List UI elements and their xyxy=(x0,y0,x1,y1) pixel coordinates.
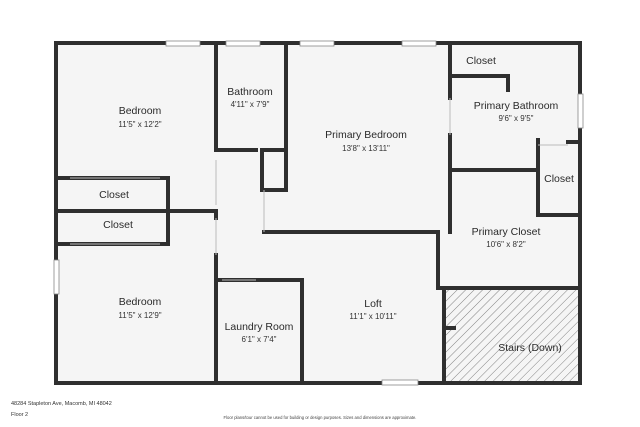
room-dims-primary-bathroom: 9'6" x 9'5" xyxy=(499,114,534,123)
room-dims-loft: 11'1" x 10'11" xyxy=(349,312,396,321)
room-name-primary-closet: Primary Closet xyxy=(472,226,541,238)
room-dims-bedroom-top: 11'5" x 12'2" xyxy=(118,120,161,129)
room-name-primary-bathroom: Primary Bathroom xyxy=(474,100,559,112)
room-dims-bathroom: 4'11" x 7'9" xyxy=(231,100,270,109)
room-name-closet-left-2: Closet xyxy=(103,219,133,231)
room-name-laundry: Laundry Room xyxy=(225,321,294,333)
room-dims-laundry: 6'1" x 7'4" xyxy=(242,335,277,344)
room-name-bedroom-bottom: Bedroom xyxy=(119,296,162,308)
disclaimer-text: Floor plans/tour cannot be used for buil… xyxy=(223,415,417,420)
room-name-closet-right: Closet xyxy=(544,173,574,185)
room-name-primary-bedroom: Primary Bedroom xyxy=(325,129,407,141)
stairs-hatch xyxy=(444,289,580,382)
room-dims-primary-bedroom: 13'8" x 13'11" xyxy=(342,144,390,153)
room-dims-bedroom-bottom: 11'5" x 12'9" xyxy=(118,311,161,320)
room-name-bedroom-top: Bedroom xyxy=(119,105,162,117)
door-openings xyxy=(70,98,568,281)
room-name-stairs: Stairs (Down) xyxy=(498,342,562,354)
room-name-bathroom: Bathroom xyxy=(227,86,273,98)
room-name-closet-top-right: Closet xyxy=(466,55,496,67)
room-dims-primary-closet: 10'6" x 8'2" xyxy=(486,240,526,249)
windows xyxy=(53,40,584,386)
address-text: 48284 Stapleton Ave, Macomb, MI 48042 xyxy=(11,401,112,407)
floor-label: Floor 2 xyxy=(11,412,29,418)
room-name-loft: Loft xyxy=(364,298,382,310)
room-name-closet-left-1: Closet xyxy=(99,189,129,201)
